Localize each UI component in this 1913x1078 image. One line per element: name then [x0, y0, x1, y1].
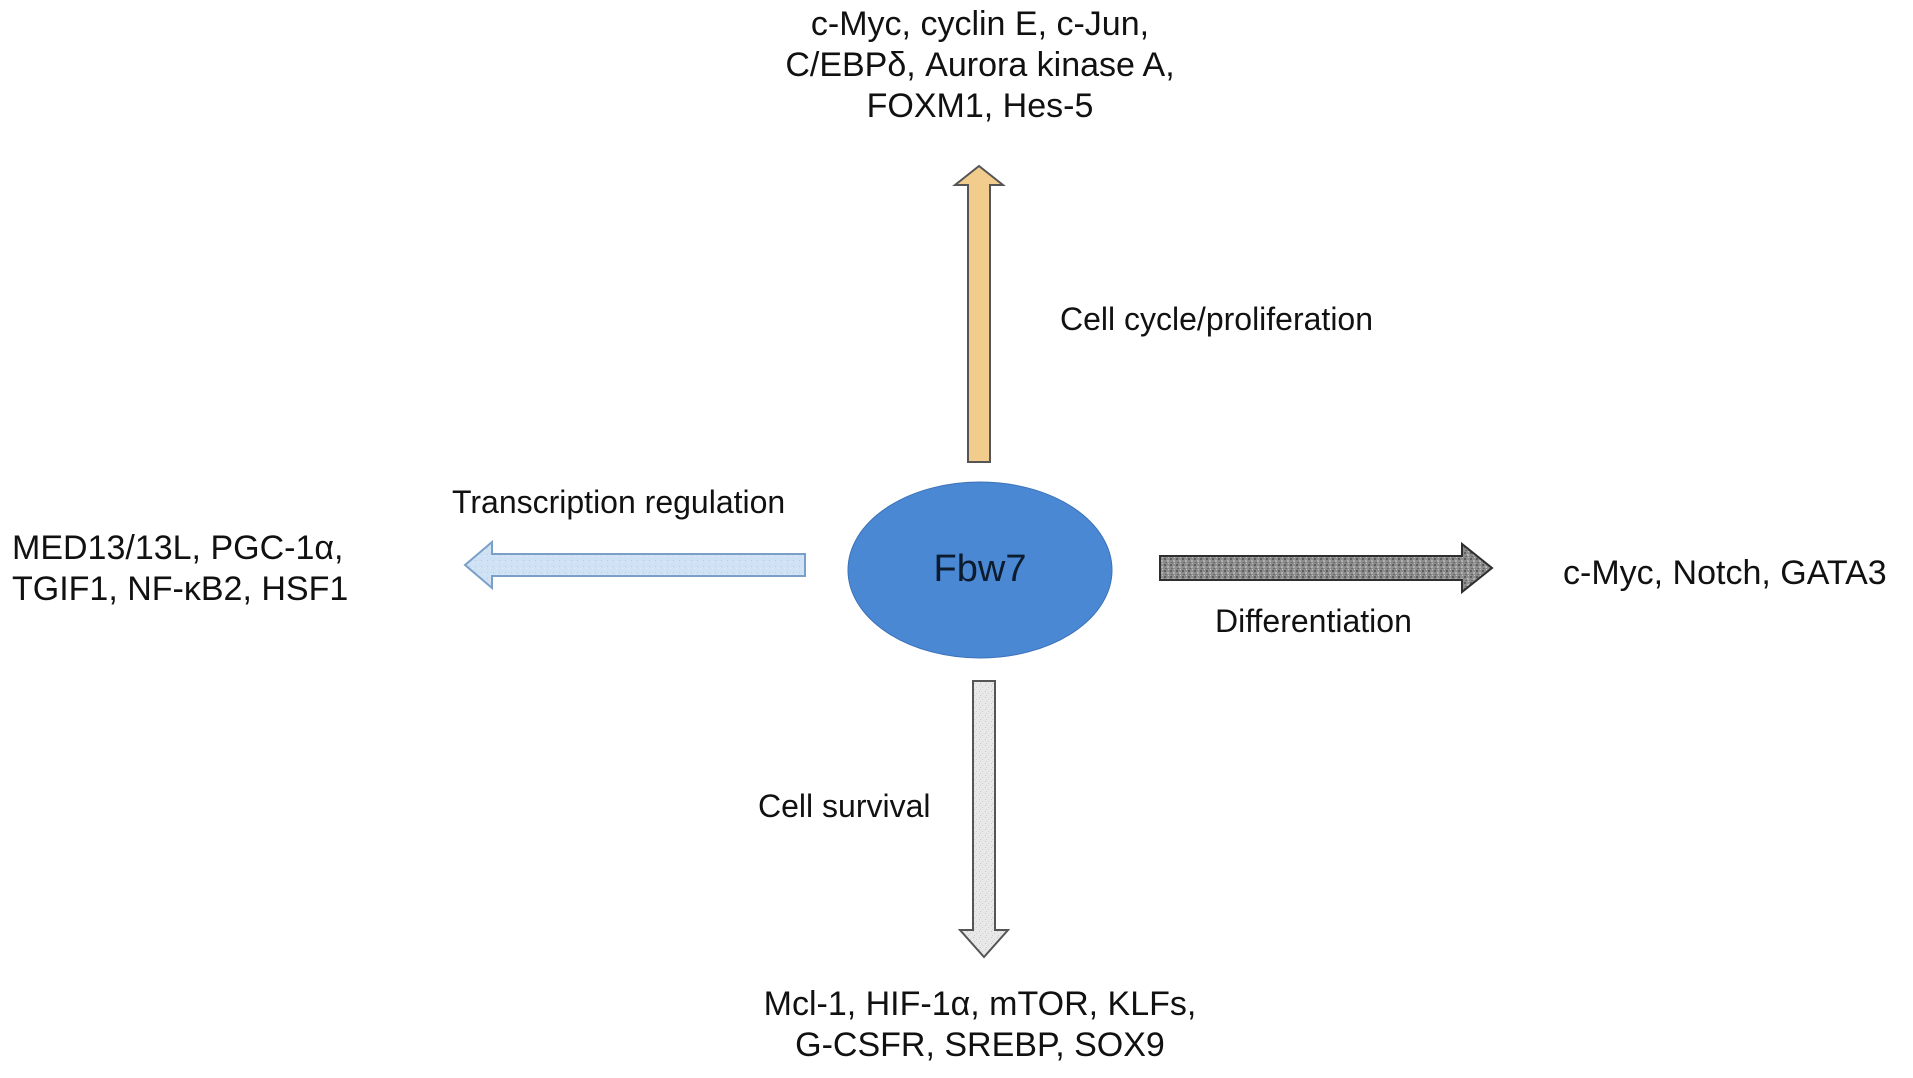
target-line: MED13/13L, PGC-1α, [12, 529, 344, 567]
pathway-cell-cycle: Cell cycle/proliferation [1060, 301, 1374, 337]
arrow-differentiation [1159, 541, 1494, 595]
target-line: FOXM1, Hes-5 [866, 86, 1094, 125]
pathway-transcription-regulation: Transcription regulation [452, 484, 786, 520]
target-line: Mcl-1, HIF-1α, mTOR, KLFs, [763, 985, 1197, 1023]
target-line: c-Myc, Notch, GATA3 [1563, 554, 1887, 592]
fbw7-label: Fbw7 [933, 548, 1027, 590]
target-line: TGIF1, NF-κB2, HSF1 [12, 569, 349, 608]
cell-survival-targets: Mcl-1, HIF-1α, mTOR, KLFs, G-CSFR, SREBP… [690, 984, 1270, 1066]
differentiation-targets: c-Myc, Notch, GATA3 [1563, 553, 1887, 594]
arrow-cell-survival [957, 680, 1011, 959]
target-line: C/EBPδ, Aurora kinase A, [785, 45, 1175, 84]
arrow-transcription-regulation [463, 539, 806, 591]
transcription-targets: MED13/13L, PGC-1α, TGIF1, NF-κB2, HSF1 [12, 528, 348, 610]
fbw7-ellipse [847, 481, 1113, 659]
target-line: G-CSFR, SREBP, SOX9 [795, 1025, 1165, 1064]
cell-cycle-targets: c-Myc, cyclin E, c-Jun, C/EBPδ, Aurora k… [730, 4, 1230, 126]
pathway-differentiation: Differentiation [1215, 603, 1412, 639]
pathway-cell-survival: Cell survival [758, 788, 931, 824]
arrow-cell-cycle [952, 164, 1006, 463]
target-line: c-Myc, cyclin E, c-Jun, [810, 5, 1150, 43]
